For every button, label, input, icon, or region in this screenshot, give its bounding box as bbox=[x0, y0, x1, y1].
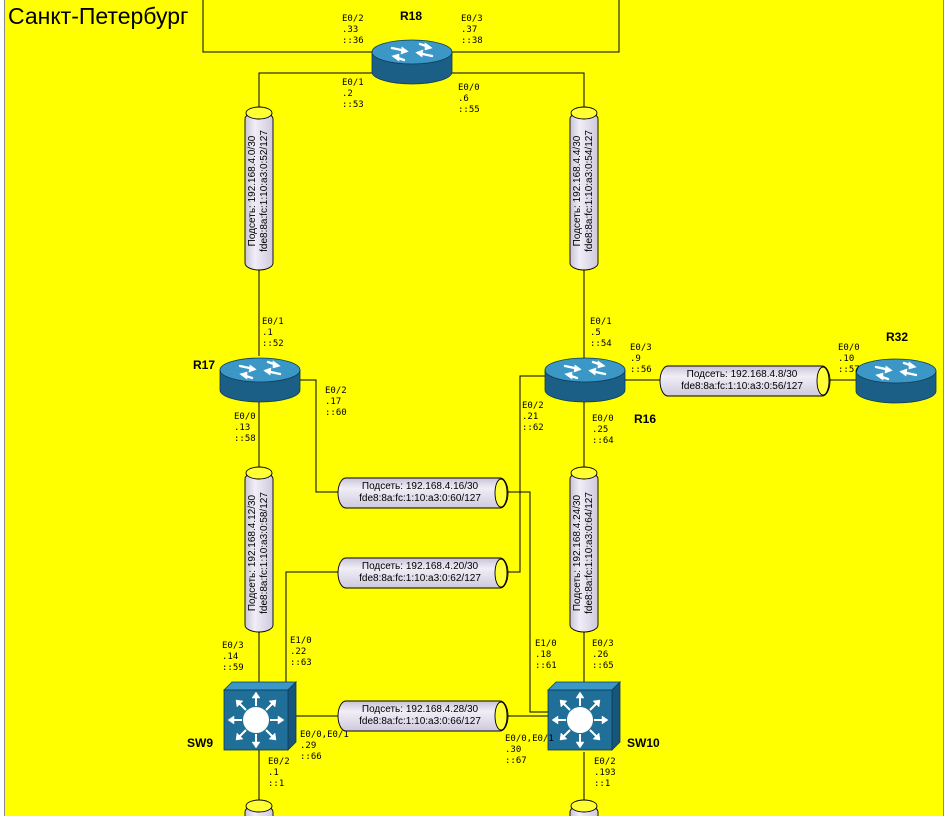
iface-r18-e01: E0/1.2::53 bbox=[342, 78, 364, 110]
multilayer-switch-icon[interactable] bbox=[547, 681, 621, 751]
device-label-r32: R32 bbox=[886, 330, 909, 344]
tube-r17-sw9 bbox=[244, 466, 274, 633]
iface-r16-e03: E0/3.9::56 bbox=[630, 343, 652, 375]
iface-sw10-e00e01: E0/0,E0/1.30::67 bbox=[505, 734, 554, 766]
diagram-canvas bbox=[4, 0, 944, 816]
device-label-r18: R18 bbox=[400, 9, 423, 23]
tube-r16-r18 bbox=[569, 106, 599, 271]
region-title: Санкт-Петербург bbox=[6, 2, 191, 30]
iface-r18-e02: E0/2.33::36 bbox=[342, 14, 364, 46]
router-icon[interactable] bbox=[218, 356, 302, 404]
router-icon[interactable] bbox=[543, 356, 627, 404]
device-label-sw10: SW10 bbox=[627, 736, 660, 750]
iface-sw10-e03: E0/3.26::65 bbox=[592, 639, 614, 671]
tube-r16-r32 bbox=[659, 365, 831, 397]
iface-sw9-e10: E1/0.22::63 bbox=[290, 636, 312, 668]
tube-r16-sw9 bbox=[337, 557, 509, 589]
tube-sw9-sw10 bbox=[337, 700, 509, 732]
iface-r17-e00: E0/0.13::58 bbox=[234, 412, 256, 444]
iface-r16-e00: E0/0.25::64 bbox=[592, 414, 614, 446]
iface-r17-e02: E0/2.17::60 bbox=[325, 386, 347, 418]
iface-sw9-e00e01: E0/0,E0/1.29::66 bbox=[300, 730, 349, 762]
tube-sw10-down bbox=[569, 799, 599, 816]
iface-sw9-e03: E0/3.14::59 bbox=[222, 641, 244, 673]
tube-r16-sw10 bbox=[569, 466, 599, 633]
router-icon[interactable] bbox=[854, 357, 938, 405]
iface-r18-e00: E0/0.6::55 bbox=[458, 83, 480, 115]
device-label-sw9: SW9 bbox=[187, 736, 214, 750]
tube-sw9-down bbox=[244, 799, 274, 816]
tube-r17-r18 bbox=[244, 106, 274, 271]
iface-sw10-e10: E1/0.18::61 bbox=[535, 639, 557, 671]
iface-r16-e01: E0/1.5::54 bbox=[590, 317, 612, 349]
router-icon[interactable] bbox=[370, 38, 454, 86]
tube-r17-sw10 bbox=[337, 477, 509, 509]
iface-r16-e02: E0/2.21::62 bbox=[522, 401, 544, 433]
iface-sw10-e02: E0/2.193::1 bbox=[594, 757, 616, 789]
iface-r17-e01: E0/1.1::52 bbox=[262, 317, 284, 349]
iface-r32-e00: E0/0.10::57 bbox=[838, 343, 860, 375]
iface-r18-e03: E0/3.37::38 bbox=[461, 14, 483, 46]
iface-sw9-e02: E0/2.1::1 bbox=[268, 757, 290, 789]
link-lines bbox=[202, 0, 858, 805]
device-label-r16: R16 bbox=[634, 412, 657, 426]
device-label-r17: R17 bbox=[193, 358, 216, 372]
multilayer-switch-icon[interactable] bbox=[223, 681, 297, 751]
